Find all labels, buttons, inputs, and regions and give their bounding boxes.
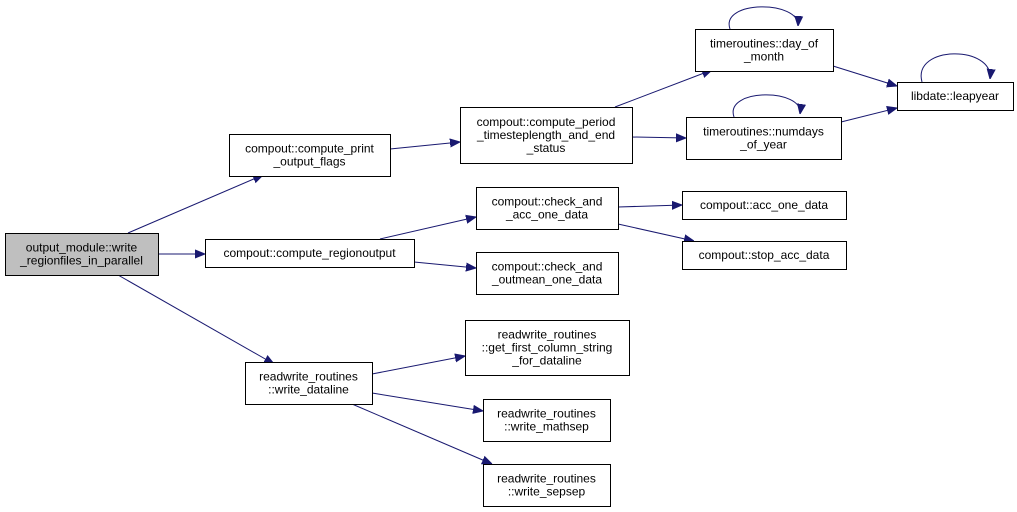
node-compute-period[interactable]: compout::compute_period_timesteplength_a… — [460, 107, 633, 164]
node-label-line: _outmean_one_data — [491, 273, 602, 287]
node-label-line: compout::compute_print — [245, 142, 374, 156]
node-label-line: _month — [743, 50, 784, 64]
node-label-line: _for_dataline — [511, 354, 582, 368]
node-write-sepsep[interactable]: readwrite_routines::write_sepsep — [483, 464, 611, 507]
node-label-line: _regionfiles_in_parallel — [19, 254, 143, 268]
node-leapyear[interactable]: libdate::leapyear — [897, 82, 1014, 111]
node-write-dataline[interactable]: readwrite_routines::write_dataline — [245, 362, 373, 405]
edge-compute-period-to-day-of-month — [614, 70, 712, 108]
node-check-and-outmean[interactable]: compout::check_and_outmean_one_data — [476, 252, 619, 295]
node-box — [476, 252, 619, 295]
node-label-line: ::write_sepsep — [508, 485, 586, 499]
node-label-line: libdate::leapyear — [911, 89, 999, 103]
node-get-first-column[interactable]: readwrite_routines::get_first_column_str… — [465, 320, 630, 376]
node-label-line: readwrite_routines — [497, 407, 596, 421]
node-label-line: _status — [526, 141, 566, 155]
node-box — [682, 191, 847, 220]
edge-write-dataline-to-write-mathsep — [371, 392, 483, 411]
node-label-line: _output_flags — [272, 155, 345, 169]
edge-check-and-acc-to-acc-one-data — [617, 205, 682, 207]
node-label-line: output_module::write — [26, 241, 138, 255]
node-label-line: _timesteplength_and_end — [476, 128, 615, 142]
node-label-line: compout::check_and — [492, 260, 603, 274]
edge-write-dataline-to-get-first-column — [371, 356, 465, 375]
node-box — [682, 241, 847, 270]
node-numdays-of-year[interactable]: timeroutines::numdays_of_year — [686, 117, 842, 160]
node-label-line: readwrite_routines — [498, 328, 597, 342]
edge-compute-period-to-numdays-of-year — [631, 137, 686, 138]
edge-compute-regionoutput-to-check-and-outmean — [413, 261, 476, 268]
node-label-line: readwrite_routines — [497, 472, 596, 486]
node-box — [695, 29, 834, 72]
node-label-line: compout::compute_period — [477, 115, 616, 129]
edge-compute-print-output-flags-to-compute-period — [389, 142, 460, 150]
node-box — [465, 320, 630, 376]
edge-day-of-month-to-day-of-month — [728, 6, 798, 30]
node-box — [205, 239, 415, 268]
edge-leapyear-to-leapyear — [920, 53, 990, 83]
edge-numdays-of-year-to-leapyear — [840, 108, 897, 123]
node-box — [476, 187, 619, 230]
nodes: output_module::write_regionfiles_in_para… — [5, 29, 1014, 507]
edges — [117, 6, 990, 464]
node-label-line: compout::stop_acc_data — [699, 248, 830, 262]
node-box — [897, 82, 1014, 111]
edge-day-of-month-to-leapyear — [832, 65, 897, 86]
node-box — [5, 233, 159, 276]
node-label-line: ::get_first_column_string — [482, 341, 613, 355]
node-label-line: ::write_dataline — [268, 383, 349, 397]
node-compute-print-output-flags[interactable]: compout::compute_print_output_flags — [229, 134, 391, 177]
node-label-line: compout::check_and — [492, 195, 603, 209]
edge-write-regionfiles-to-compute-print-output-flags — [127, 175, 263, 234]
node-label-line: timeroutines::day_of — [710, 37, 819, 51]
node-label-line: _of_year — [739, 138, 787, 152]
node-acc-one-data[interactable]: compout::acc_one_data — [682, 191, 847, 220]
node-label-line: _acc_one_data — [505, 208, 588, 222]
node-box — [245, 362, 373, 405]
node-label-line: compout::acc_one_data — [700, 198, 828, 212]
node-write-regionfiles[interactable]: output_module::write_regionfiles_in_para… — [5, 233, 159, 276]
node-box — [460, 107, 633, 164]
node-label-line: timeroutines::numdays — [703, 125, 824, 139]
node-compute-regionoutput[interactable]: compout::compute_regionoutput — [205, 239, 415, 268]
node-check-and-acc[interactable]: compout::check_and_acc_one_data — [476, 187, 619, 230]
node-stop-acc-data[interactable]: compout::stop_acc_data — [682, 241, 847, 270]
node-box — [686, 117, 842, 160]
edge-compute-regionoutput-to-check-and-acc — [379, 217, 476, 240]
node-box — [483, 399, 611, 442]
node-box — [229, 134, 391, 177]
node-day-of-month[interactable]: timeroutines::day_of_month — [695, 29, 834, 72]
edge-write-regionfiles-to-write-dataline — [117, 274, 274, 364]
node-label-line: ::write_mathsep — [504, 420, 589, 434]
node-label-line: compout::compute_regionoutput — [223, 246, 396, 260]
node-label-line: readwrite_routines — [259, 370, 358, 384]
edge-write-dataline-to-write-sepsep — [351, 403, 492, 464]
edge-numdays-of-year-to-numdays-of-year — [732, 94, 800, 118]
edge-check-and-acc-to-stop-acc-data — [617, 223, 694, 241]
node-box — [483, 464, 611, 507]
node-write-mathsep[interactable]: readwrite_routines::write_mathsep — [483, 399, 611, 442]
